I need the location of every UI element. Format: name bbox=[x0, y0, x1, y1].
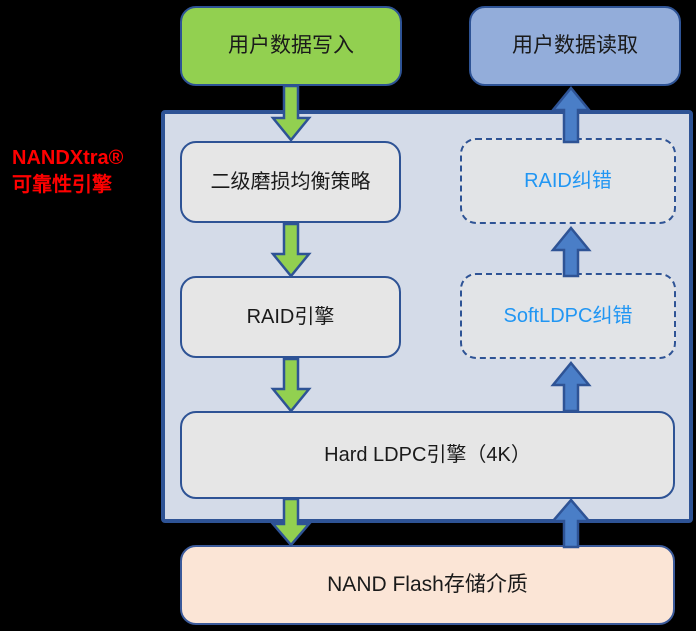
block-wear-leveling[interactable]: 二级磨损均衡策略 bbox=[180, 141, 401, 223]
arrow-hardldpc-to-media-icon bbox=[270, 497, 312, 547]
block-raid-correction-label: RAID纠错 bbox=[524, 169, 612, 192]
block-raid-correction[interactable]: RAID纠错 bbox=[460, 138, 676, 224]
arrow-media-to-hardldpc-icon bbox=[550, 498, 592, 549]
arrow-read-out-of-panel-icon bbox=[550, 86, 592, 144]
user-data-write-box[interactable]: 用户数据写入 bbox=[180, 6, 402, 86]
engine-caption: NANDXtra® 可靠性引擎 bbox=[12, 145, 123, 199]
block-raid-engine-label: RAID引擎 bbox=[246, 305, 335, 328]
user-data-write-label: 用户数据写入 bbox=[228, 33, 354, 57]
engine-caption-line2: 可靠性引擎 bbox=[12, 174, 112, 196]
arrow-hardldpc-to-softldpc-icon bbox=[550, 361, 592, 413]
block-wear-leveling-label: 二级磨损均衡策略 bbox=[210, 170, 371, 193]
nand-flash-media-box[interactable]: NAND Flash存储介质 bbox=[180, 545, 675, 625]
user-data-read-box[interactable]: 用户数据读取 bbox=[469, 6, 681, 86]
block-soft-ldpc-correction-label: SoftLDPC纠错 bbox=[503, 304, 633, 327]
nand-flash-media-label: NAND Flash存储介质 bbox=[327, 572, 528, 596]
arrow-softldpc-to-raidcorrection-icon bbox=[550, 226, 592, 278]
engine-caption-line1: NANDXtra® bbox=[12, 147, 124, 169]
arrow-raid-to-hardldpc-icon bbox=[270, 357, 312, 413]
arrow-wear-to-raid-icon bbox=[270, 222, 312, 278]
user-data-read-label: 用户数据读取 bbox=[512, 33, 638, 57]
block-hard-ldpc-engine-label: Hard LDPC引擎（4K） bbox=[324, 443, 531, 466]
block-soft-ldpc-correction[interactable]: SoftLDPC纠错 bbox=[460, 273, 676, 359]
arrow-write-into-panel-icon bbox=[270, 84, 312, 142]
block-hard-ldpc-engine[interactable]: Hard LDPC引擎（4K） bbox=[180, 411, 675, 499]
block-raid-engine[interactable]: RAID引擎 bbox=[180, 276, 401, 358]
